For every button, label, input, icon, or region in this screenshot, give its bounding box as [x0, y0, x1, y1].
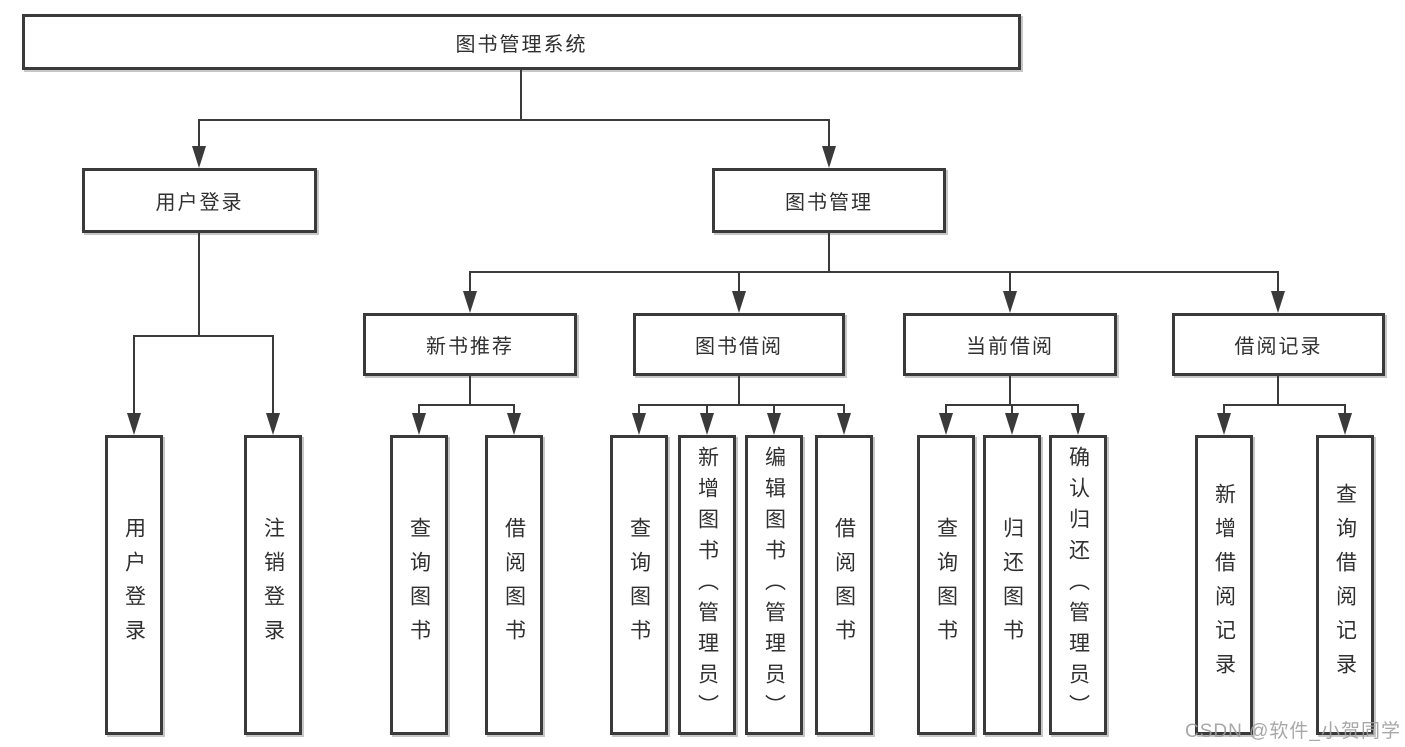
connector-line [272, 335, 274, 415]
connector-line [133, 335, 274, 337]
connector-line [1344, 404, 1346, 414]
node-leaf-logout: 注销登录 [244, 435, 302, 735]
arrowhead-down-icon [266, 413, 280, 435]
connector-line [513, 404, 515, 414]
node-leaf-borrow-edit-label: 编辑图书（管理员） [762, 445, 786, 725]
node-book-management: 图书管理 [712, 168, 946, 233]
arrowhead-down-icon [1271, 291, 1285, 313]
node-leaf-logout-label: 注销登录 [261, 517, 285, 653]
arrowhead-down-icon [412, 413, 426, 435]
connector-line [945, 404, 947, 414]
node-leaf-current-query-label: 查询图书 [934, 517, 958, 653]
node-leaf-records-add-label: 新增借阅记录 [1212, 483, 1236, 687]
connector-line [738, 271, 740, 292]
node-leaf-current-return-label: 归还图书 [1000, 517, 1024, 653]
connector-line [828, 233, 830, 273]
node-user-login-label: 用户登录 [155, 192, 244, 214]
connector-line [469, 271, 471, 292]
arrowhead-down-icon [767, 413, 781, 435]
arrowhead-down-icon [632, 413, 646, 435]
node-leaf-newbooks-borrow: 借阅图书 [485, 435, 543, 735]
arrowhead-down-icon [127, 413, 141, 435]
connector-line [843, 404, 845, 414]
connector-line [1011, 404, 1013, 414]
node-leaf-borrow-borrow-label: 借阅图书 [832, 517, 856, 653]
node-leaf-records-query: 查询借阅记录 [1316, 435, 1374, 735]
connector-line [1223, 404, 1346, 406]
arrowhead-down-icon [507, 413, 521, 435]
connector-line [198, 119, 200, 147]
connector-line [738, 376, 740, 406]
node-leaf-newbooks-query: 查询图书 [390, 435, 448, 735]
connector-line [418, 404, 420, 414]
node-leaf-borrow-borrow: 借阅图书 [815, 435, 873, 735]
connector-line [469, 376, 471, 406]
arrowhead-down-icon [1217, 413, 1231, 435]
connector-line [638, 404, 640, 414]
node-book-borrow-label: 图书借阅 [695, 336, 783, 358]
connector-line [1277, 376, 1279, 406]
node-current-borrow-label: 当前借阅 [966, 336, 1054, 358]
connector-line [133, 335, 135, 415]
node-new-book-recommend: 新书推荐 [363, 313, 577, 376]
node-leaf-borrow-query-label: 查询图书 [627, 517, 651, 653]
node-user-login: 用户登录 [82, 168, 317, 233]
node-borrow-records-label: 借阅记录 [1234, 336, 1323, 358]
node-leaf-records-query-label: 查询借阅记录 [1333, 483, 1357, 687]
connector-line [198, 119, 830, 121]
node-leaf-current-confirm: 确认归还（管理员） [1049, 435, 1107, 735]
node-library-system: 图书管理系统 [22, 14, 1021, 70]
connector-line [1277, 271, 1279, 292]
connector-line [469, 271, 1279, 273]
node-book-management-label: 图书管理 [785, 192, 873, 214]
connector-line [1009, 376, 1011, 406]
connector-line [418, 404, 515, 406]
connector-line [520, 70, 522, 120]
connector-line [638, 404, 845, 406]
node-leaf-current-return: 归还图书 [983, 435, 1041, 735]
arrowhead-down-icon [822, 146, 836, 168]
arrowhead-down-icon [463, 291, 477, 313]
arrowhead-down-icon [732, 291, 746, 313]
connector-line [198, 233, 200, 337]
node-leaf-borrow-add-label: 新增图书（管理员） [695, 445, 719, 725]
node-borrow-records: 借阅记录 [1172, 313, 1385, 376]
connector-line [1009, 271, 1011, 292]
connector-line [828, 119, 830, 147]
node-new-book-recommend-label: 新书推荐 [426, 336, 514, 358]
node-leaf-newbooks-query-label: 查询图书 [407, 517, 431, 653]
node-leaf-borrow-add: 新增图书（管理员） [678, 435, 736, 735]
node-library-system-label: 图书管理系统 [455, 33, 588, 56]
node-leaf-borrow-edit: 编辑图书（管理员） [745, 435, 803, 735]
arrowhead-down-icon [837, 413, 851, 435]
connector-line [1077, 404, 1079, 414]
node-leaf-newbooks-borrow-label: 借阅图书 [502, 517, 526, 653]
node-leaf-user-login: 用户登录 [105, 435, 163, 735]
node-leaf-records-add: 新增借阅记录 [1195, 435, 1253, 735]
connector-line [706, 404, 708, 414]
connector-line [773, 404, 775, 414]
node-leaf-borrow-query: 查询图书 [610, 435, 668, 735]
arrowhead-down-icon [1003, 291, 1017, 313]
arrowhead-down-icon [939, 413, 953, 435]
arrowhead-down-icon [1005, 413, 1019, 435]
csdn-watermark: CSDN @软件_小贺同学 [1185, 721, 1401, 742]
arrowhead-down-icon [700, 413, 714, 435]
node-leaf-user-login-label: 用户登录 [122, 517, 146, 653]
node-leaf-current-query: 查询图书 [917, 435, 975, 735]
arrowhead-down-icon [1071, 413, 1085, 435]
node-leaf-current-confirm-label: 确认归还（管理员） [1066, 445, 1090, 725]
node-current-borrow: 当前借阅 [903, 313, 1117, 376]
arrowhead-down-icon [1338, 413, 1352, 435]
arrowhead-down-icon [192, 146, 206, 168]
connector-line [1223, 404, 1225, 414]
node-book-borrow: 图书借阅 [633, 313, 845, 376]
